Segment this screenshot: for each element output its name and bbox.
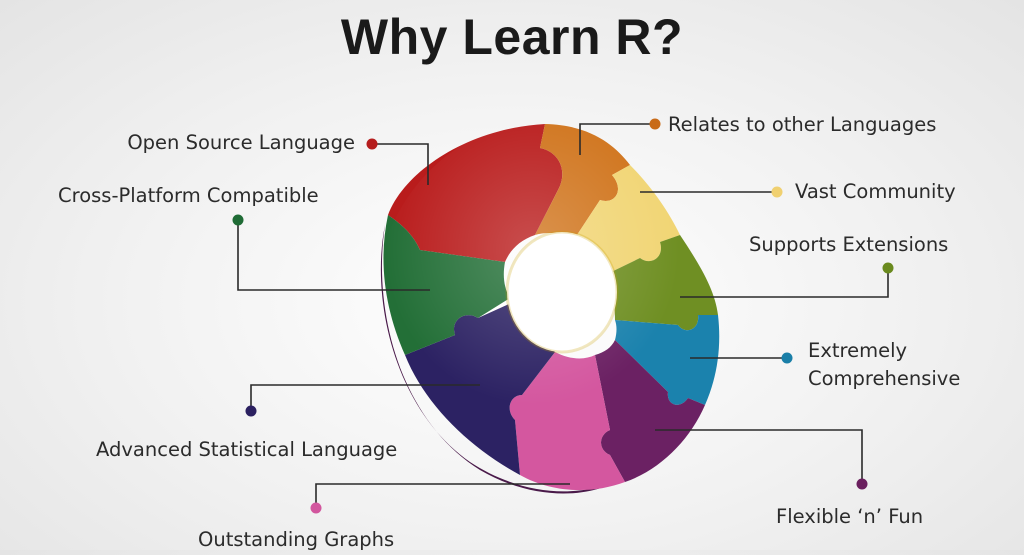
connector-advanced-statistical: [250, 384, 480, 410]
dot-relates: [649, 118, 661, 130]
dot-cross-platform: [232, 214, 244, 226]
connector-outstanding-graphs: [315, 483, 570, 508]
dot-open-source: [366, 138, 378, 150]
connector-cross-platform: [237, 220, 430, 291]
dot-comprehensive: [781, 352, 793, 364]
callout-connectors: [237, 123, 889, 508]
label-open-source: Open Source Language: [127, 131, 355, 154]
callout-dots: [232, 118, 894, 514]
label-advanced-statistical: Advanced Statistical Language: [96, 438, 398, 461]
label-vast-community: Vast Community: [795, 180, 956, 203]
dot-flexible-fun: [856, 478, 868, 490]
label-comprehensive-line1: Extremely: [808, 339, 908, 362]
label-flexible-fun: Flexible ‘n’ Fun: [776, 505, 924, 528]
label-cross-platform: Cross-Platform Compatible: [58, 184, 319, 207]
page-title: Why Learn R?: [340, 9, 684, 65]
label-outstanding-graphs: Outstanding Graphs: [198, 528, 395, 551]
dot-vast-community: [771, 186, 783, 198]
dot-advanced-statistical: [245, 405, 257, 417]
label-relates: Relates to other Languages: [668, 113, 937, 136]
connector-supports-extensions: [680, 268, 889, 298]
connector-flexible-fun: [655, 429, 863, 484]
ring-center-hole: [505, 230, 619, 354]
label-comprehensive-line2: Comprehensive: [808, 367, 961, 390]
dot-outstanding-graphs: [310, 502, 322, 514]
label-supports-extensions: Supports Extensions: [749, 233, 949, 256]
dot-supports-extensions: [882, 262, 894, 274]
connector-relates: [579, 123, 655, 155]
connector-open-source: [372, 143, 429, 185]
